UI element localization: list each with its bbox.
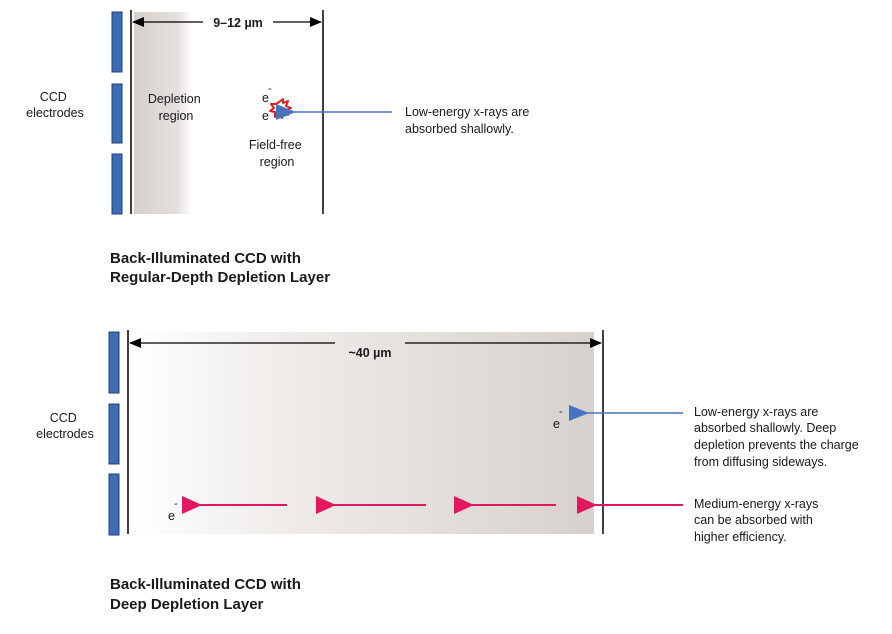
top-electron-1: e	[262, 91, 269, 105]
bottom-electrode-2	[108, 403, 120, 465]
top-dimension-label: 9–12 µm	[213, 16, 263, 30]
bottom-electron-lower-charge: -	[174, 498, 178, 510]
bottom-electron-upper: e	[553, 417, 560, 431]
top-electrode-1	[111, 11, 123, 73]
bottom-electron-upper-charge: -	[559, 406, 563, 418]
top-depletion-label: Depletion region	[148, 92, 204, 123]
bottom-electrode-3	[108, 473, 120, 536]
bottom-dimension-label: ~40 µm	[349, 346, 392, 360]
top-electrodes-label: CCD electrodes	[26, 90, 84, 120]
bottom-depletion-region	[131, 332, 594, 534]
bottom-low-energy-note: Low-energy x-rays are absorbed shallowly…	[694, 405, 862, 469]
top-electron-1-charge: -	[268, 83, 272, 95]
bottom-electrodes-label: CCD electrodes	[36, 411, 94, 441]
absorption-burst-icon	[269, 98, 292, 119]
bottom-diagram: ~40 µm CCD electrodes e - e - Low-energy…	[36, 330, 862, 613]
bottom-electrode-1	[108, 331, 120, 394]
top-electrode-3	[111, 153, 123, 215]
bottom-title: Back-Illuminated CCD with Deep Depletion…	[110, 576, 305, 613]
top-electron-2: e	[262, 109, 269, 123]
bottom-medium-energy-note: Medium-energy x-rays can be absorbed wit…	[694, 497, 822, 544]
bottom-electron-lower: e	[168, 509, 175, 523]
top-low-energy-note: Low-energy x-rays are absorbed shallowly…	[405, 105, 533, 136]
top-fieldfree-label: Field-free region	[249, 138, 305, 169]
top-electrode-2	[111, 83, 123, 144]
top-title: Back-Illuminated CCD with Regular-Depth …	[110, 250, 330, 286]
top-depletion-region	[134, 12, 192, 214]
top-diagram: 9–12 µm CCD electrodes Depletion region …	[26, 10, 533, 286]
